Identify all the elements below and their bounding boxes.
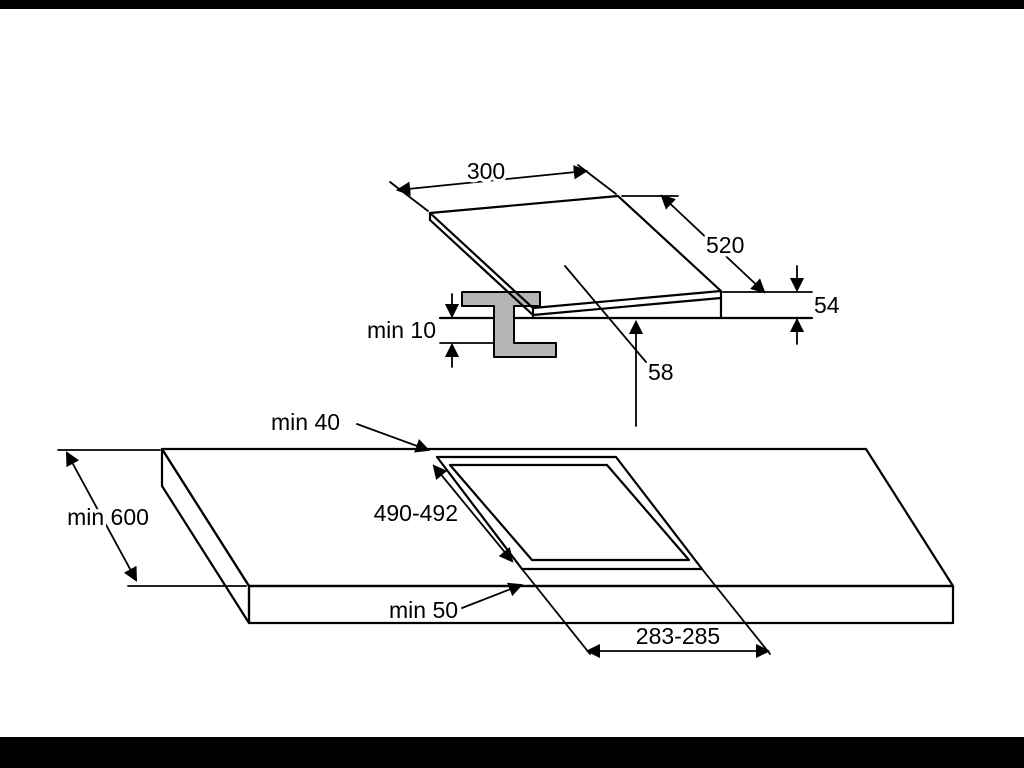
leader-line bbox=[356, 423, 431, 453]
worktop-front-face bbox=[247, 584, 955, 625]
dimension-label-cutout-width: 283-285 bbox=[636, 623, 720, 649]
dim-cutout-width: 283-285 bbox=[585, 620, 771, 659]
cutout-leader-lines bbox=[521, 568, 771, 655]
dim-hob-height: 54 bbox=[789, 265, 843, 345]
dimension-arrow bbox=[432, 464, 514, 563]
letterbox-top bbox=[0, 0, 1024, 9]
worktop-isometric-view bbox=[160, 447, 955, 655]
dimension-label-worktop-depth: min 600 bbox=[67, 504, 149, 530]
worktop-side-face bbox=[160, 447, 251, 625]
leader-line bbox=[564, 265, 647, 363]
dimension-label-front-clearance: min 50 bbox=[389, 597, 458, 623]
dim-worktop-depth: min 600 bbox=[57, 449, 247, 587]
dimension-label-back-clearance: min 40 bbox=[271, 409, 340, 435]
dim-clamp-gap: min 10 bbox=[363, 293, 495, 368]
extension-line bbox=[577, 164, 617, 195]
dimension-label-hob-base-height: 58 bbox=[648, 359, 674, 385]
mounting-bracket bbox=[461, 291, 557, 358]
worktop-top-face bbox=[160, 447, 955, 588]
extension-line bbox=[389, 181, 429, 212]
leader-line bbox=[461, 582, 524, 609]
dimension-label-cutout-depth: 490-492 bbox=[374, 500, 458, 526]
cutout-inner-outline bbox=[448, 463, 691, 562]
dimension-label-hob-depth: 520 bbox=[706, 232, 744, 258]
dim-front-clearance: min 50 bbox=[386, 582, 524, 627]
dimension-arrow bbox=[395, 165, 589, 196]
dimension-label-clamp-gap: min 10 bbox=[367, 317, 436, 343]
dim-back-clearance: min 40 bbox=[268, 406, 431, 453]
dimension-label-hob-width: 300 bbox=[467, 158, 505, 184]
dim-hob-width: 300 bbox=[389, 155, 617, 212]
dimension-arrow bbox=[65, 451, 138, 582]
dimension-arrow bbox=[660, 194, 766, 294]
letterbox-bottom bbox=[0, 737, 1024, 768]
dim-cutout-depth: 490-492 bbox=[370, 464, 514, 563]
cutout-outline bbox=[435, 455, 704, 571]
dim-hob-depth: 520 bbox=[621, 194, 813, 294]
dim-hob-base-height: 58 bbox=[564, 265, 677, 427]
dimension-label-hob-height: 54 bbox=[814, 292, 840, 318]
